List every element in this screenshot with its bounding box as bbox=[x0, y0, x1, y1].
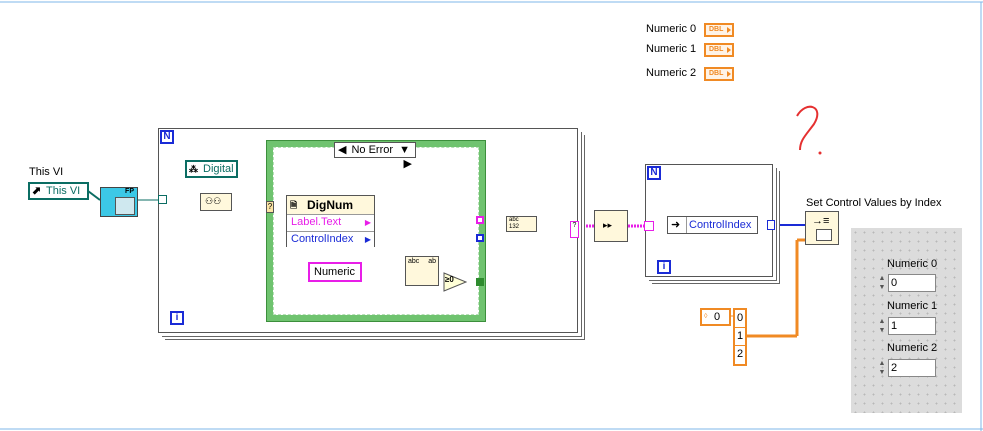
spin-arrows-icon[interactable]: ▲▼ bbox=[878, 360, 886, 376]
outer-loop-tunnel-in[interactable] bbox=[158, 195, 167, 204]
indicator-terminal-0[interactable]: DBL bbox=[704, 23, 734, 37]
inner-loop-iteration-terminal: i bbox=[657, 260, 671, 274]
property-node-header: 🗎 DigNum bbox=[287, 196, 374, 214]
fp-numeric-control-1[interactable]: ▲▼ 1 bbox=[877, 317, 937, 335]
fp-numeric-control-2[interactable]: ▲▼ 2 bbox=[877, 359, 937, 377]
cluster-array-node[interactable]: ▸▸ bbox=[594, 210, 628, 242]
property-control-index-name: ControlIndex bbox=[291, 233, 354, 245]
match-pattern-node[interactable]: abc ab bbox=[405, 256, 439, 286]
array-element-1[interactable]: 1 bbox=[735, 328, 745, 346]
case-selector-label: No Error bbox=[351, 144, 394, 156]
set-control-values-node[interactable]: →≡ bbox=[805, 211, 839, 245]
arrow-icon: ▸▸ bbox=[603, 220, 613, 230]
spin-icon: ◊ bbox=[704, 313, 708, 320]
list-icon: →≡ bbox=[812, 215, 830, 227]
tree-icon: ⁂ bbox=[189, 164, 198, 174]
indicator-terminal-2[interactable]: DBL bbox=[704, 67, 734, 81]
conditional-tunnel[interactable]: ? bbox=[570, 221, 579, 238]
panel-icon bbox=[115, 197, 135, 215]
compare-label: ≥0 bbox=[445, 275, 454, 284]
output-arrow-icon: ▶ bbox=[364, 235, 371, 244]
string-icon: ab bbox=[428, 258, 436, 265]
indicator-label-0: Numeric 0 bbox=[646, 23, 697, 35]
front-panel-property-node[interactable]: FP bbox=[100, 187, 138, 217]
digital-ref-constant[interactable]: ⁂ Digital bbox=[185, 160, 238, 178]
fp-icon: FP bbox=[125, 188, 134, 195]
unbundle-element-label: ControlIndex bbox=[686, 217, 751, 233]
indicator-label-1: Numeric 1 bbox=[646, 43, 697, 55]
spin-arrows-icon[interactable]: ▲▼ bbox=[878, 318, 886, 334]
property-label-text[interactable]: Label.Text ▶ bbox=[287, 214, 374, 231]
front-panel-snippet: Numeric 0 ▲▼ 0 Numeric 1 ▲▼ 1 Numeric 2 … bbox=[851, 228, 962, 413]
compare-icon bbox=[443, 272, 468, 292]
controls-property-node[interactable]: ⚇⚇ bbox=[200, 193, 232, 211]
fp-control-label-2: Numeric 2 bbox=[887, 342, 938, 354]
chevron-down-icon[interactable]: ▼ bbox=[399, 144, 410, 156]
controls-icon: ⚇⚇ bbox=[205, 196, 222, 206]
annotation-question-dot bbox=[818, 151, 822, 155]
annotation-question bbox=[796, 105, 819, 151]
case-tunnel-bool[interactable] bbox=[476, 278, 484, 286]
digital-property-node[interactable]: 🗎 DigNum Label.Text ▶ ControlIndex ▶ bbox=[286, 195, 375, 248]
wire-thisvi bbox=[87, 190, 101, 201]
unbundle-by-name-node[interactable]: ➜ ControlIndex bbox=[667, 216, 758, 234]
index-scalar-constant[interactable]: ◊ 0 bbox=[700, 308, 731, 326]
indicator-label-2: Numeric 2 bbox=[646, 67, 697, 79]
case-selector[interactable]: ◀ No Error ▼ ▶ bbox=[334, 142, 416, 170]
inner-loop-tunnel-out[interactable] bbox=[767, 220, 775, 230]
numeric-string-constant[interactable]: Numeric bbox=[308, 262, 362, 282]
thisvi-caption: This VI bbox=[29, 166, 64, 178]
greater-or-equal-zero-node[interactable]: ≥0 bbox=[443, 272, 468, 292]
values-array-constant[interactable]: 0 1 2 bbox=[733, 308, 747, 366]
thisvi-ref-constant[interactable]: ⬈ This VI bbox=[28, 182, 89, 200]
fp-numeric-field-1[interactable]: 1 bbox=[888, 317, 936, 335]
case-tunnel-string[interactable] bbox=[476, 216, 484, 224]
class-icon: 🗎 bbox=[290, 200, 298, 210]
fp-numeric-field-2[interactable]: 2 bbox=[888, 359, 936, 377]
digital-ref-label: Digital bbox=[203, 163, 234, 175]
fp-numeric-field-0[interactable]: 0 bbox=[888, 274, 936, 292]
case-selector-terminal[interactable]: ? bbox=[266, 201, 274, 213]
thisvi-ref-label: This VI bbox=[46, 185, 81, 197]
outer-loop-count-terminal[interactable]: N bbox=[160, 130, 174, 144]
case-prev-icon[interactable]: ◀ bbox=[338, 144, 347, 156]
indicator-terminal-1[interactable]: DBL bbox=[704, 43, 734, 57]
array-element-0[interactable]: 0 bbox=[735, 310, 745, 328]
arrow-right-icon: ➜ bbox=[671, 219, 681, 231]
fp-control-label-1: Numeric 1 bbox=[887, 300, 938, 312]
spin-arrows-icon[interactable]: ▲▼ bbox=[878, 275, 886, 291]
property-node-class: DigNum bbox=[307, 198, 353, 212]
inner-loop-tunnel-in[interactable] bbox=[644, 221, 654, 231]
string-icon: abc bbox=[408, 258, 420, 265]
fp-numeric-control-0[interactable]: ▲▼ 0 bbox=[877, 274, 937, 292]
array-element-2[interactable]: 2 bbox=[736, 348, 744, 360]
case-next-icon[interactable]: ▶ bbox=[403, 158, 412, 170]
fp-control-label-0: Numeric 0 bbox=[887, 258, 938, 270]
outer-loop-iteration-terminal: i bbox=[170, 311, 184, 325]
set-values-label: Set Control Values by Index bbox=[806, 197, 942, 209]
property-control-index[interactable]: ControlIndex ▶ bbox=[287, 231, 374, 248]
inner-loop-count-terminal[interactable]: N bbox=[647, 166, 661, 180]
arrow-icon: ⬈ bbox=[32, 185, 42, 197]
output-arrow-icon: ▶ bbox=[364, 218, 371, 227]
case-tunnel-int[interactable] bbox=[476, 234, 484, 242]
property-label-text-name: Label.Text bbox=[291, 216, 342, 228]
windows-icon bbox=[816, 229, 832, 241]
index-scalar-value: 0 bbox=[714, 311, 721, 323]
